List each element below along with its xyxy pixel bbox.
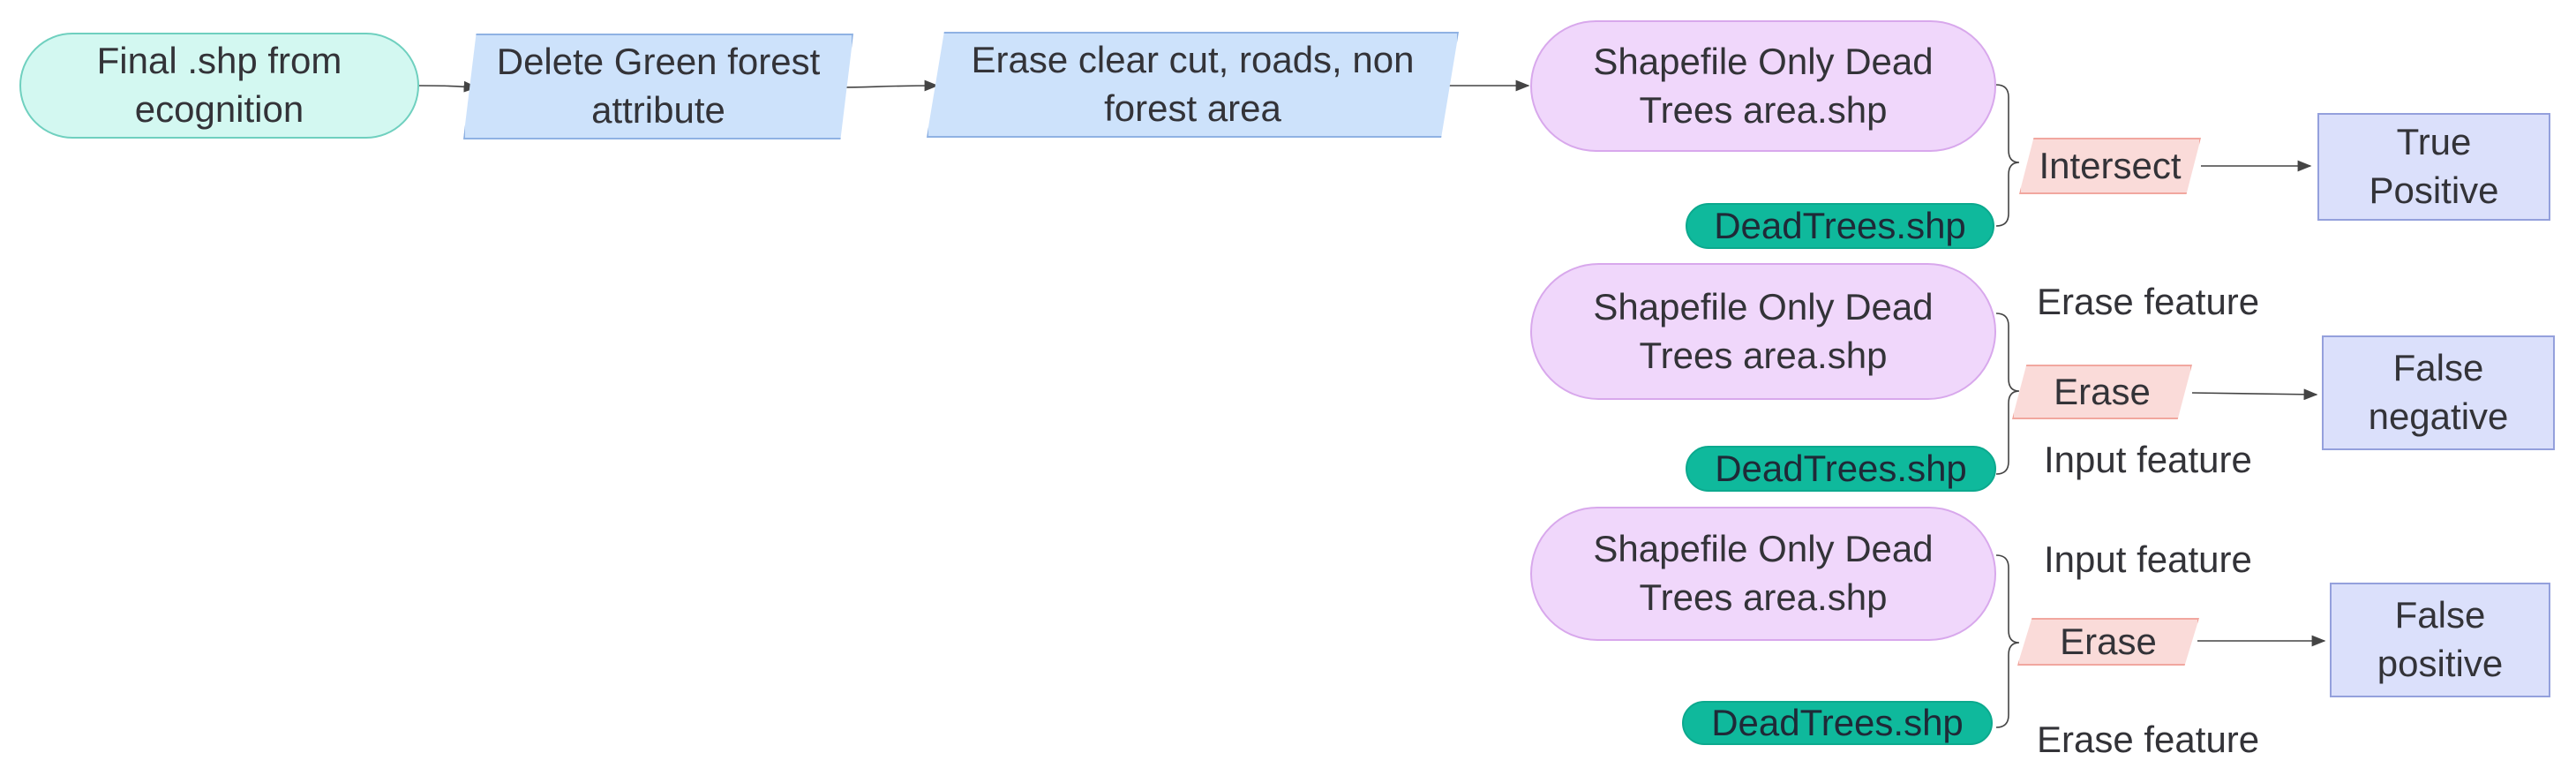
deadtrees-1-label: DeadTrees.shp <box>1714 204 1966 246</box>
delete-green-node[interactable]: Delete Green forest attribute <box>463 34 853 139</box>
erase-node-1[interactable]: Erase <box>2012 365 2192 419</box>
intersect-node[interactable]: Intersect <box>2019 138 2201 194</box>
start-node-label: Final .shp from ecognition <box>96 40 342 130</box>
arrow-delete-to-erase <box>837 79 939 92</box>
deadtrees-3-label: DeadTrees.shp <box>1711 701 1964 743</box>
deadtrees-node-1[interactable]: DeadTrees.shp <box>1686 203 1994 249</box>
erase-feature-label-2: Erase feature <box>2037 719 2260 760</box>
erase-2-label: Erase <box>2060 620 2157 662</box>
arrow-erase1-to-fn <box>2191 388 2318 401</box>
false-negative-label: False negative <box>2368 347 2509 437</box>
erase-feature-label-1: Erase feature <box>2037 281 2260 322</box>
erase-node-2[interactable]: Erase <box>2017 618 2199 666</box>
deadtrees-2-label: DeadTrees.shp <box>1715 447 1967 489</box>
true-positive-node[interactable]: True Positive <box>2317 113 2550 221</box>
brace-group-3 <box>1995 554 2020 728</box>
deadtrees-node-2[interactable]: DeadTrees.shp <box>1686 446 1996 492</box>
start-node[interactable]: Final .shp from ecognition <box>19 33 419 139</box>
false-positive-label: False positive <box>2377 594 2504 684</box>
input-feature-label-2: Input feature <box>2044 538 2252 580</box>
false-positive-node[interactable]: False positive <box>2330 583 2550 697</box>
shapefile-node-1[interactable]: Shapefile Only Dead Trees area.shp <box>1530 20 1996 152</box>
brace-group-2 <box>1995 312 2020 475</box>
intersect-label: Intersect <box>2039 144 2182 186</box>
shapefile-3-label: Shapefile Only Dead Trees area.shp <box>1593 528 1934 618</box>
erase-1-label: Erase <box>2054 370 2151 412</box>
shapefile-node-3[interactable]: Shapefile Only Dead Trees area.shp <box>1530 507 1996 641</box>
deadtrees-node-3[interactable]: DeadTrees.shp <box>1682 701 1993 745</box>
brace-group-1 <box>1995 84 2020 227</box>
erase-clearcut-node[interactable]: Erase clear cut, roads, non forest area <box>927 32 1459 138</box>
arrow-start-to-delete <box>418 80 478 93</box>
erase-clearcut-label: Erase clear cut, roads, non forest area <box>971 39 1415 129</box>
shapefile-1-label: Shapefile Only Dead Trees area.shp <box>1593 40 1934 131</box>
shapefile-node-2[interactable]: Shapefile Only Dead Trees area.shp <box>1530 263 1996 400</box>
delete-green-label: Delete Green forest attribute <box>496 41 821 131</box>
input-feature-label-1: Input feature <box>2044 439 2252 480</box>
false-negative-node[interactable]: False negative <box>2322 335 2555 450</box>
shapefile-2-label: Shapefile Only Dead Trees area.shp <box>1593 285 1934 376</box>
true-positive-label: True Positive <box>2369 121 2499 211</box>
